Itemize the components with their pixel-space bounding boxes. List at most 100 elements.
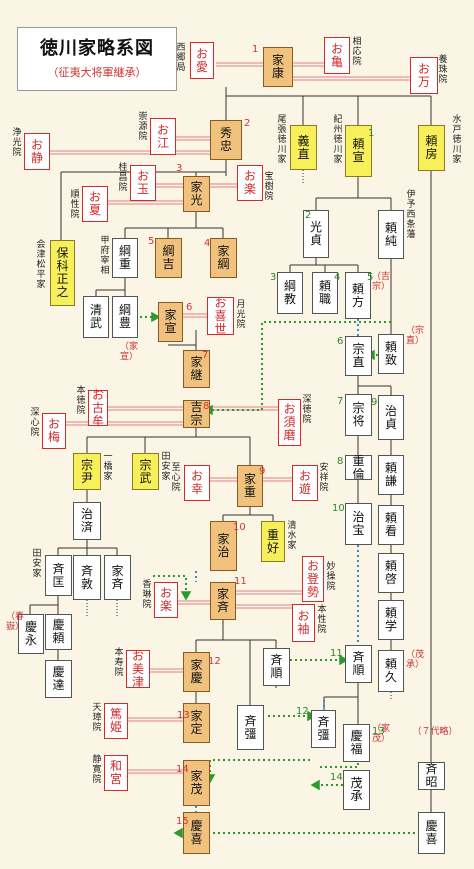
label-sogen: 崇源院: [138, 112, 148, 142]
label-shimizu: 清水家: [287, 521, 297, 551]
label-kofu: 甲府宰相: [100, 236, 110, 276]
diagram-subtitle: （征夷大将軍継承）: [47, 66, 147, 79]
shogun-num-4: 4: [204, 238, 211, 249]
kishu-num-8: 8: [337, 456, 344, 467]
person-yorigaku: 頼学: [378, 600, 404, 640]
person-kiyotake: 清武: [83, 296, 109, 338]
shogun-num-10: 10: [233, 522, 246, 533]
person-yoshinobu-mito: 慶喜: [418, 812, 445, 854]
kishu-num-5: 5: [367, 272, 374, 283]
kishu-num-9: 9: [371, 397, 378, 408]
person-omitsu: お美津: [126, 649, 150, 688]
label-anshou: 安祥院: [319, 463, 329, 493]
person-yorimoto: 頼職: [312, 272, 338, 314]
person-mitsusada: 光貞: [303, 210, 329, 258]
kishu-num-2: 2: [305, 210, 312, 221]
shogun-num-3: 3: [176, 163, 183, 174]
person-yorikata: 頼方: [345, 272, 371, 319]
person-munetake: 宗武: [132, 453, 159, 490]
person-tsunashige: 綱重: [112, 238, 138, 278]
person-tsunanori: 綱教: [277, 272, 303, 314]
person-yoshiyori: 慶頼: [45, 614, 72, 650]
label-ienobu-note: （家宣）: [120, 342, 139, 362]
person-narinori: 斉敦: [73, 555, 101, 600]
label-honsei: 本性院: [317, 605, 327, 635]
person-yoshinobu: 慶喜: [183, 812, 210, 854]
label-munenao-note: （宗直）: [406, 326, 425, 346]
shogun-num-15: 15: [176, 816, 189, 827]
kishu-num-1: 1: [368, 128, 375, 139]
kishu-num-14: 14: [330, 772, 343, 783]
person-iemochi: 家茂: [183, 760, 210, 806]
person-narimasa: 斉匡: [45, 555, 72, 596]
person-narihiro: 斉彊: [311, 710, 336, 748]
person-mochitsugu: 茂承: [343, 770, 370, 810]
person-hoshina: 保科正之: [50, 240, 75, 306]
label-iyo: 伊予西条藩: [406, 190, 416, 240]
person-yorifusa: 頼房: [418, 125, 445, 171]
person-harutomi: 治宝: [345, 503, 372, 545]
label-shunka: （春嶽）: [6, 612, 25, 632]
label-kishu: 紀州徳川家: [333, 115, 343, 165]
label-mito: 水戸徳川家: [452, 115, 462, 165]
person-yorizumi: 頼純: [378, 210, 404, 259]
title-box: 徳川家略系図 （征夷大将軍継承）: [17, 27, 177, 91]
person-yoshinaga: 慶永: [18, 614, 44, 654]
person-yorihiro: 頼啓: [378, 553, 404, 593]
shogun-num-14: 14: [176, 764, 189, 775]
person-yoshinao: 義直: [290, 125, 317, 170]
person-narikatsu: 斉順: [263, 648, 290, 686]
person-oe: お江: [150, 118, 176, 155]
kishu-num-7: 7: [337, 396, 344, 407]
person-okiyo: お喜世: [207, 296, 234, 335]
person-tsunayoshi: 綱吉: [155, 238, 182, 278]
person-otama: お玉: [130, 165, 156, 201]
shogun-num-11: 11: [234, 576, 247, 587]
label-shinsei: 深心院: [30, 408, 40, 438]
person-iemitsu: 家光: [183, 176, 210, 212]
label-hitotsubashi: 一橋家: [103, 452, 113, 482]
person-harusada: 治貞: [378, 395, 404, 440]
label-yoshimune-note: （吉宗）: [372, 272, 391, 292]
person-atsuhime: 篤姫: [104, 703, 128, 739]
person-ieharu: 家治: [210, 521, 237, 571]
shogun-num-8: 8: [203, 401, 210, 412]
person-kazunomiya: 和宮: [104, 755, 128, 791]
shogun-num-6: 6: [186, 302, 193, 313]
kishu-num-12: 12: [296, 706, 309, 717]
label-keisho: 桂昌院: [118, 163, 128, 193]
person-oman: お万: [410, 57, 438, 94]
person-harusada-hitotsubashi: 治済: [73, 502, 101, 540]
person-shigemichi: 重倫: [345, 454, 372, 480]
shogun-num-9: 9: [259, 466, 266, 477]
person-tsunatoyo: 綱豊: [112, 296, 138, 338]
person-ienari: 家斉: [210, 582, 236, 620]
shogun-num-5: 5: [148, 236, 155, 247]
label-iemochi-note: （家茂）: [372, 724, 391, 744]
person-yorinobu: 頼宣: [345, 125, 372, 177]
kishu-num-3: 3: [270, 272, 277, 283]
person-nariyuki: 斉彊: [237, 705, 264, 750]
label-hontoku: 本徳院: [76, 386, 86, 416]
person-oai: お愛: [190, 42, 214, 79]
person-munenao: 宗直: [345, 336, 372, 376]
person-ieyoshi: 家慶: [183, 652, 210, 692]
person-oraku: お楽: [237, 165, 263, 201]
label-tenshin: 天璋院: [92, 703, 102, 733]
label-shintoku: 深徳院: [302, 395, 312, 425]
kishu-num-10: 10: [332, 503, 345, 514]
person-shigeyoshi: 重好: [261, 521, 285, 562]
label-saigo: 西郷局: [176, 43, 186, 73]
label-myoshu: 妙操院: [326, 562, 336, 592]
person-oume: お梅: [42, 413, 66, 449]
label-jokoin: 浄光院: [12, 128, 22, 158]
person-ietsugu: 家継: [183, 350, 210, 388]
kishu-num-4: 4: [334, 272, 341, 283]
person-oyu: お遊: [292, 465, 318, 501]
kishu-num-13: 13: [372, 726, 385, 737]
label-junsho: 順性院: [70, 190, 80, 220]
kishu-num-11: 11: [330, 648, 343, 659]
label-tayasu: 田安家: [161, 452, 171, 482]
